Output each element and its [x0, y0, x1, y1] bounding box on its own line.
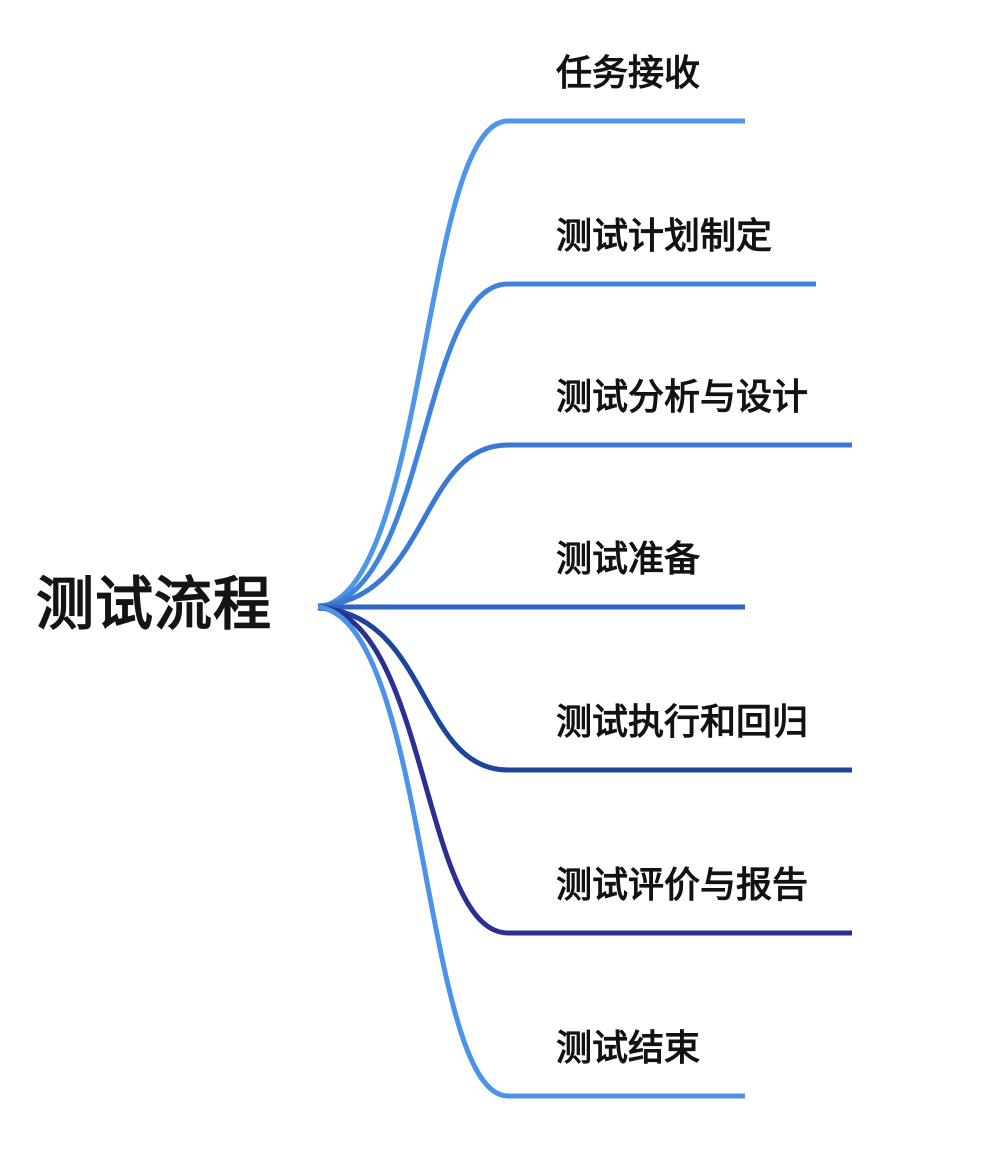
- branch-line-test-plan: [317, 281, 816, 610]
- branch-line-exec-regression: [317, 605, 852, 773]
- branch-line-test-end: [317, 604, 745, 1099]
- branch-topic-analysis-design[interactable]: 测试分析与设计: [556, 376, 809, 417]
- branch-topic-eval-report[interactable]: 测试评价与报告: [556, 864, 809, 905]
- branch-line-task-receive: [317, 118, 745, 610]
- root-topic-test-process[interactable]: 测试流程: [36, 572, 273, 637]
- branch-topic-test-end[interactable]: 测试结束: [556, 1027, 701, 1068]
- branch-line-analysis-design: [317, 442, 852, 609]
- branch-topic-exec-regression[interactable]: 测试执行和回归: [556, 701, 809, 742]
- branch-topic-test-plan[interactable]: 测试计划制定: [556, 215, 773, 256]
- branch-topic-test-prepare[interactable]: 测试准备: [556, 538, 701, 579]
- branch-line-eval-report: [317, 604, 852, 936]
- branch-topic-task-receive[interactable]: 任务接收: [556, 52, 701, 93]
